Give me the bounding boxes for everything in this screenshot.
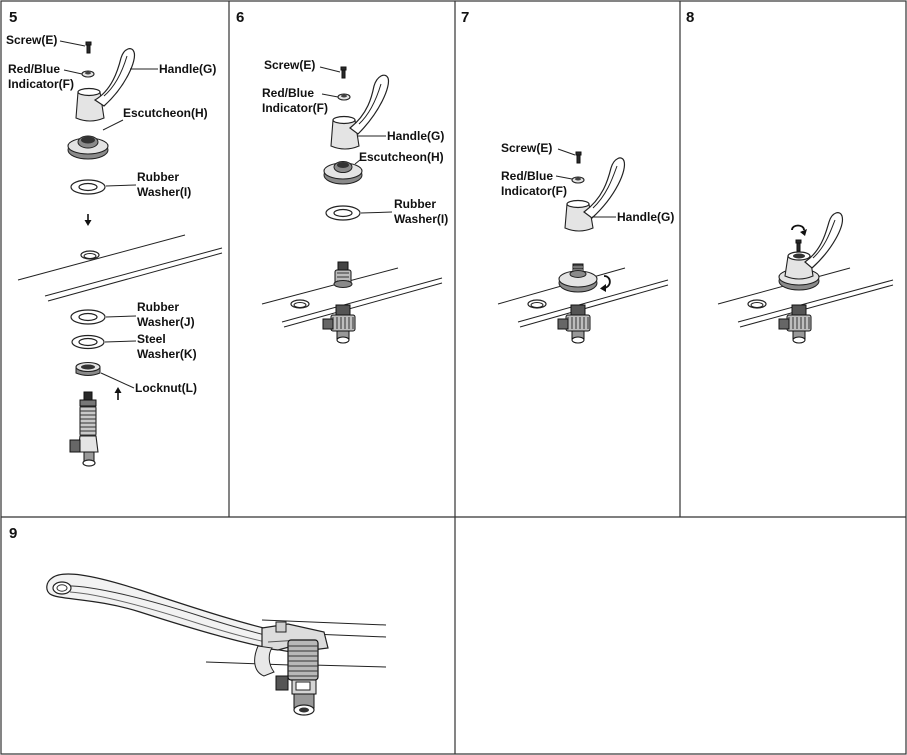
rubber-washer-j-part [70, 309, 106, 325]
rubber-washer-i-part [70, 179, 106, 195]
escutcheon-part [67, 135, 109, 160]
label-screw: Screw(E) [501, 141, 552, 155]
screw-part [85, 41, 92, 54]
label-escutcheon: Escutcheon(H) [359, 150, 444, 164]
screw-part [340, 66, 347, 79]
label-indicator-1: Red/Blue [8, 62, 60, 76]
handle-part [564, 157, 626, 232]
label-handle: Handle(G) [617, 210, 674, 224]
steel-washer-k-part [71, 334, 105, 350]
valve-stem-part [333, 261, 353, 288]
label-rubber-washer-i-2: Washer(I) [137, 185, 191, 199]
handle-installed [778, 212, 844, 291]
rotate-clockwise-icon [791, 224, 807, 236]
step-8-panel: 8 [686, 9, 894, 344]
escutcheon-part [323, 161, 363, 185]
label-indicator-2: Indicator(F) [262, 101, 328, 115]
valve-body-part [322, 304, 356, 344]
label-rubber-washer-j-1: Rubber [137, 300, 179, 314]
step-number: 5 [9, 9, 17, 26]
label-locknut: Locknut(L) [135, 381, 197, 395]
sink-deck [17, 234, 223, 302]
wrench-icon [46, 573, 329, 677]
label-indicator-1: Red/Blue [262, 86, 314, 100]
screw-part [575, 151, 582, 164]
label-handle: Handle(G) [159, 62, 216, 76]
label-rubber-washer-j-2: Washer(J) [137, 315, 195, 329]
step-number: 8 [686, 9, 694, 26]
label-rubber-washer-1: Rubber [394, 197, 436, 211]
escutcheon-installed [558, 263, 598, 293]
arrow-down-icon [84, 214, 92, 226]
label-handle: Handle(G) [387, 129, 444, 143]
label-screw: Screw(E) [264, 58, 315, 72]
handle-part [75, 48, 136, 122]
label-indicator-2: Indicator(F) [501, 184, 567, 198]
label-steel-washer-2: Washer(K) [137, 347, 197, 361]
step-9-panel: 9 [9, 525, 387, 716]
valve-body-part [778, 304, 812, 344]
handle-part [330, 74, 390, 150]
label-escutcheon: Escutcheon(H) [123, 106, 208, 120]
locknut-part [75, 361, 101, 376]
label-rubber-washer-i-1: Rubber [137, 170, 179, 184]
valve-body-part [275, 639, 319, 716]
step-5-panel: 5 Screw(E) Red/Blue Indicator(F) Handle(… [6, 9, 223, 467]
step-number: 6 [236, 9, 244, 26]
label-indicator-1: Red/Blue [501, 169, 553, 183]
valve-body-part [69, 391, 99, 467]
rubber-washer-part [325, 205, 361, 221]
step-number: 9 [9, 525, 17, 542]
label-steel-washer-1: Steel [137, 332, 166, 346]
arrow-up-icon [114, 387, 122, 400]
label-rubber-washer-2: Washer(I) [394, 212, 448, 226]
step-6-panel: 6 Screw(E) Red/Blue Indicator(F) Handle(… [236, 9, 448, 344]
step-7-panel: 7 Screw(E) Red/Blue Indicator(F) Handle(… [461, 9, 674, 344]
rotate-clockwise-icon [600, 275, 611, 292]
screw-part [795, 239, 802, 252]
valve-body-part [557, 304, 591, 344]
label-screw: Screw(E) [6, 33, 57, 47]
label-indicator-2: Indicator(F) [8, 77, 74, 91]
sink-deck [261, 267, 443, 328]
step-number: 7 [461, 9, 469, 26]
